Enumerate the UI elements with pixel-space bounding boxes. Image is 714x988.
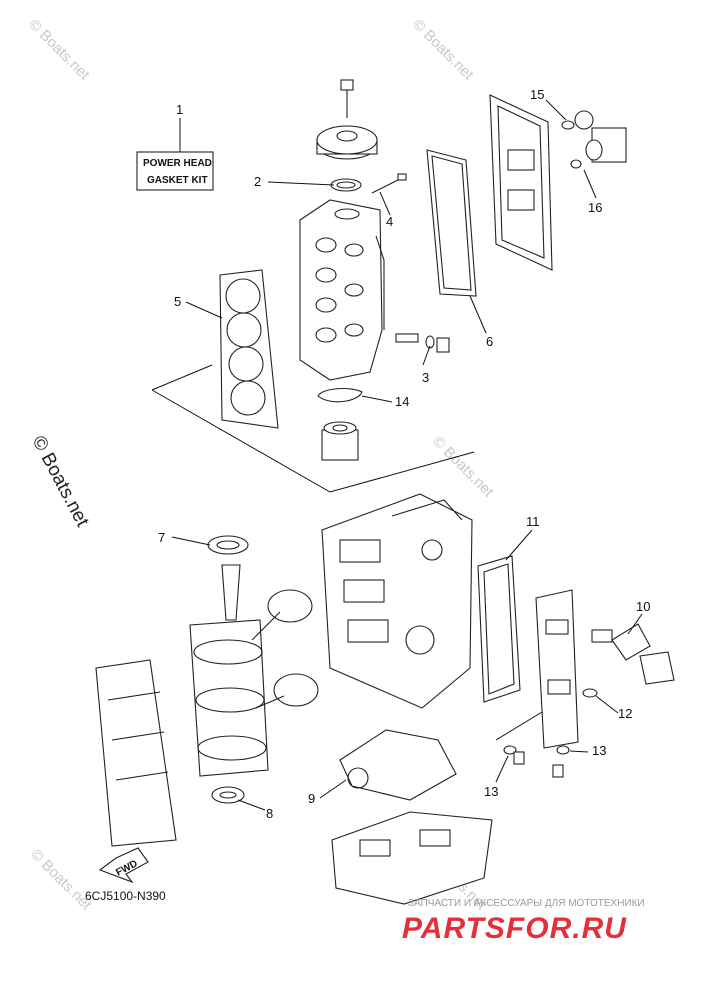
callout-14: 14 (395, 394, 409, 409)
crankcase (331, 811, 493, 905)
brand-tagline: ЗАПЧАСТИ И АКСЕССУАРЫ ДЛЯ МОТОТЕХНИКИ (408, 898, 645, 909)
watermark-side: © Boats.net (28, 432, 94, 530)
fwd-arrow-icon: FWD (98, 847, 149, 884)
callout-16: 16 (588, 200, 602, 215)
callout-13b: 13 (592, 743, 606, 758)
crankshaft-assembly (189, 535, 319, 804)
callout-4: 4 (386, 214, 393, 229)
callout-15: 15 (530, 87, 544, 102)
callout-11: 11 (526, 514, 540, 529)
gasket-kit-label: POWER HEAD GASKET KIT (136, 118, 214, 191)
callout-1: 1 (176, 102, 183, 117)
callout-3: 3 (422, 370, 429, 385)
leader-lines (171, 99, 643, 811)
exhaust-cover-plate (489, 94, 627, 271)
callout-5: 5 (174, 294, 181, 309)
callout-8: 8 (266, 806, 273, 821)
callout-7: 7 (158, 530, 165, 545)
cover-gasket (426, 149, 477, 297)
side-cover-plate (495, 589, 675, 778)
intake-manifold (95, 659, 177, 847)
callout-2: 2 (254, 174, 261, 189)
crankcase-gasket (339, 729, 457, 801)
callout-12: 12 (618, 706, 632, 721)
watermark-top-center: © Boats.net (409, 16, 477, 84)
watermark-bottom-left: © Boats.net (27, 846, 95, 914)
brand-logo: PARTSFOR.RU (402, 912, 627, 945)
callout-9: 9 (308, 791, 315, 806)
exhaust-gasket (477, 555, 521, 703)
cylinder-block (321, 493, 473, 709)
callout-13a: 13 (484, 784, 498, 799)
watermark-center: © Boats.net (429, 433, 497, 501)
cylinder-head-assembly (299, 79, 450, 461)
callout-6: 6 (486, 334, 493, 349)
watermark-top-left: © Boats.net (25, 16, 93, 84)
head-gasket (219, 269, 279, 429)
kit-label-line2: GASKET KIT (147, 175, 208, 186)
kit-label-line1: POWER HEAD (143, 158, 212, 169)
callout-10: 10 (636, 599, 650, 614)
drawing-code: 6CJ5100-N390 (85, 889, 166, 903)
